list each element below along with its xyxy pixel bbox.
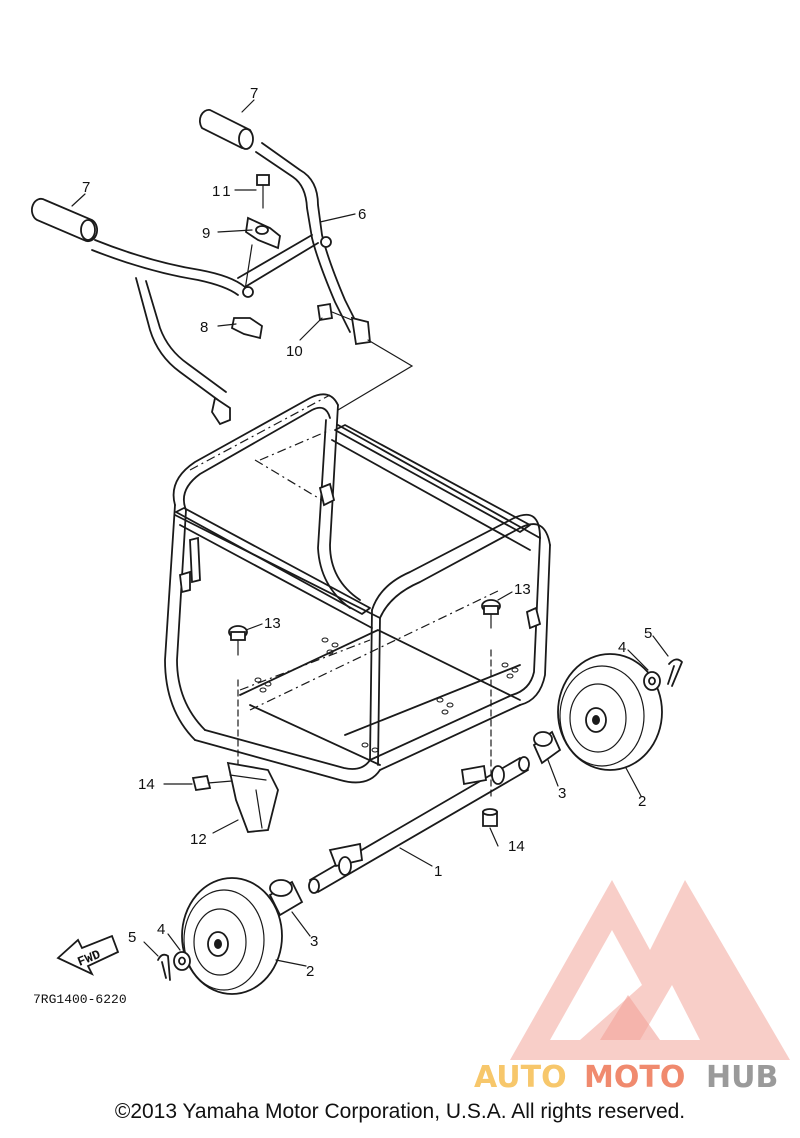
drawing-code: 7RG1400-6220: [33, 992, 127, 1007]
bracket-part-12: [226, 761, 279, 833]
callout-2: 2: [306, 963, 314, 980]
clamp-part-8: [230, 317, 263, 340]
wheel-part-2-right: [557, 653, 663, 771]
callout-9: 9: [202, 225, 210, 242]
grip-part-7-right: [198, 109, 254, 150]
handle-bushing: [242, 286, 254, 298]
callout-8: 8: [200, 319, 208, 336]
handle-bushing: [320, 236, 332, 248]
callout-13: 13: [514, 581, 531, 598]
bolt-part-13-left: [228, 625, 248, 771]
axle-part-1: [308, 756, 530, 894]
cotter-pin-part-5-right: [667, 658, 683, 687]
watermark-word-hub: HUB: [706, 1060, 778, 1095]
callout-14: 14: [138, 776, 155, 793]
washer-part-4-right: [643, 671, 661, 691]
nut-part-14-right: [482, 808, 498, 827]
callout-leaders: [71, 99, 669, 967]
bolt-part-11: [244, 174, 270, 291]
callout-3: 3: [310, 933, 318, 950]
bolt-part-10: [316, 302, 353, 322]
callout-7: 7: [250, 85, 258, 102]
callout-3: 3: [558, 785, 566, 802]
callout-12: 12: [190, 831, 207, 848]
callout-5: 5: [644, 625, 652, 642]
assembly-leader: [337, 339, 414, 411]
watermark-word-moto: MOTO: [584, 1060, 685, 1095]
copyright-notice: ©2013 Yamaha Motor Corporation, U.S.A. A…: [114, 1100, 686, 1123]
callout-10: 10: [286, 343, 303, 360]
watermark-word-auto: AUTO: [474, 1060, 567, 1095]
callout-4: 4: [157, 921, 165, 938]
callout-1: 1: [434, 863, 442, 880]
callout-7: 7: [82, 179, 90, 196]
handle-part-6: [91, 142, 371, 426]
nut-part-14-left: [191, 774, 233, 792]
callout-14: 14: [508, 838, 525, 855]
callout-2: 2: [638, 793, 646, 810]
callout-13: 13: [264, 615, 281, 632]
wheel-part-2-left: [181, 877, 283, 995]
watermark-logo: [510, 880, 790, 1060]
washer-part-4-left: [173, 951, 191, 971]
clamp-part-9: [245, 216, 281, 250]
callout-4: 4: [618, 639, 626, 656]
callout-5: 5: [128, 929, 136, 946]
grip-part-7-left: [31, 197, 98, 243]
callout-6: 6: [358, 206, 366, 223]
callout-11: 11: [212, 183, 234, 200]
cotter-pin-part-5-left: [157, 953, 171, 981]
fwd-arrow-icon: [56, 934, 120, 976]
spacer-part-3-right: [532, 730, 562, 765]
frame: [164, 393, 551, 784]
